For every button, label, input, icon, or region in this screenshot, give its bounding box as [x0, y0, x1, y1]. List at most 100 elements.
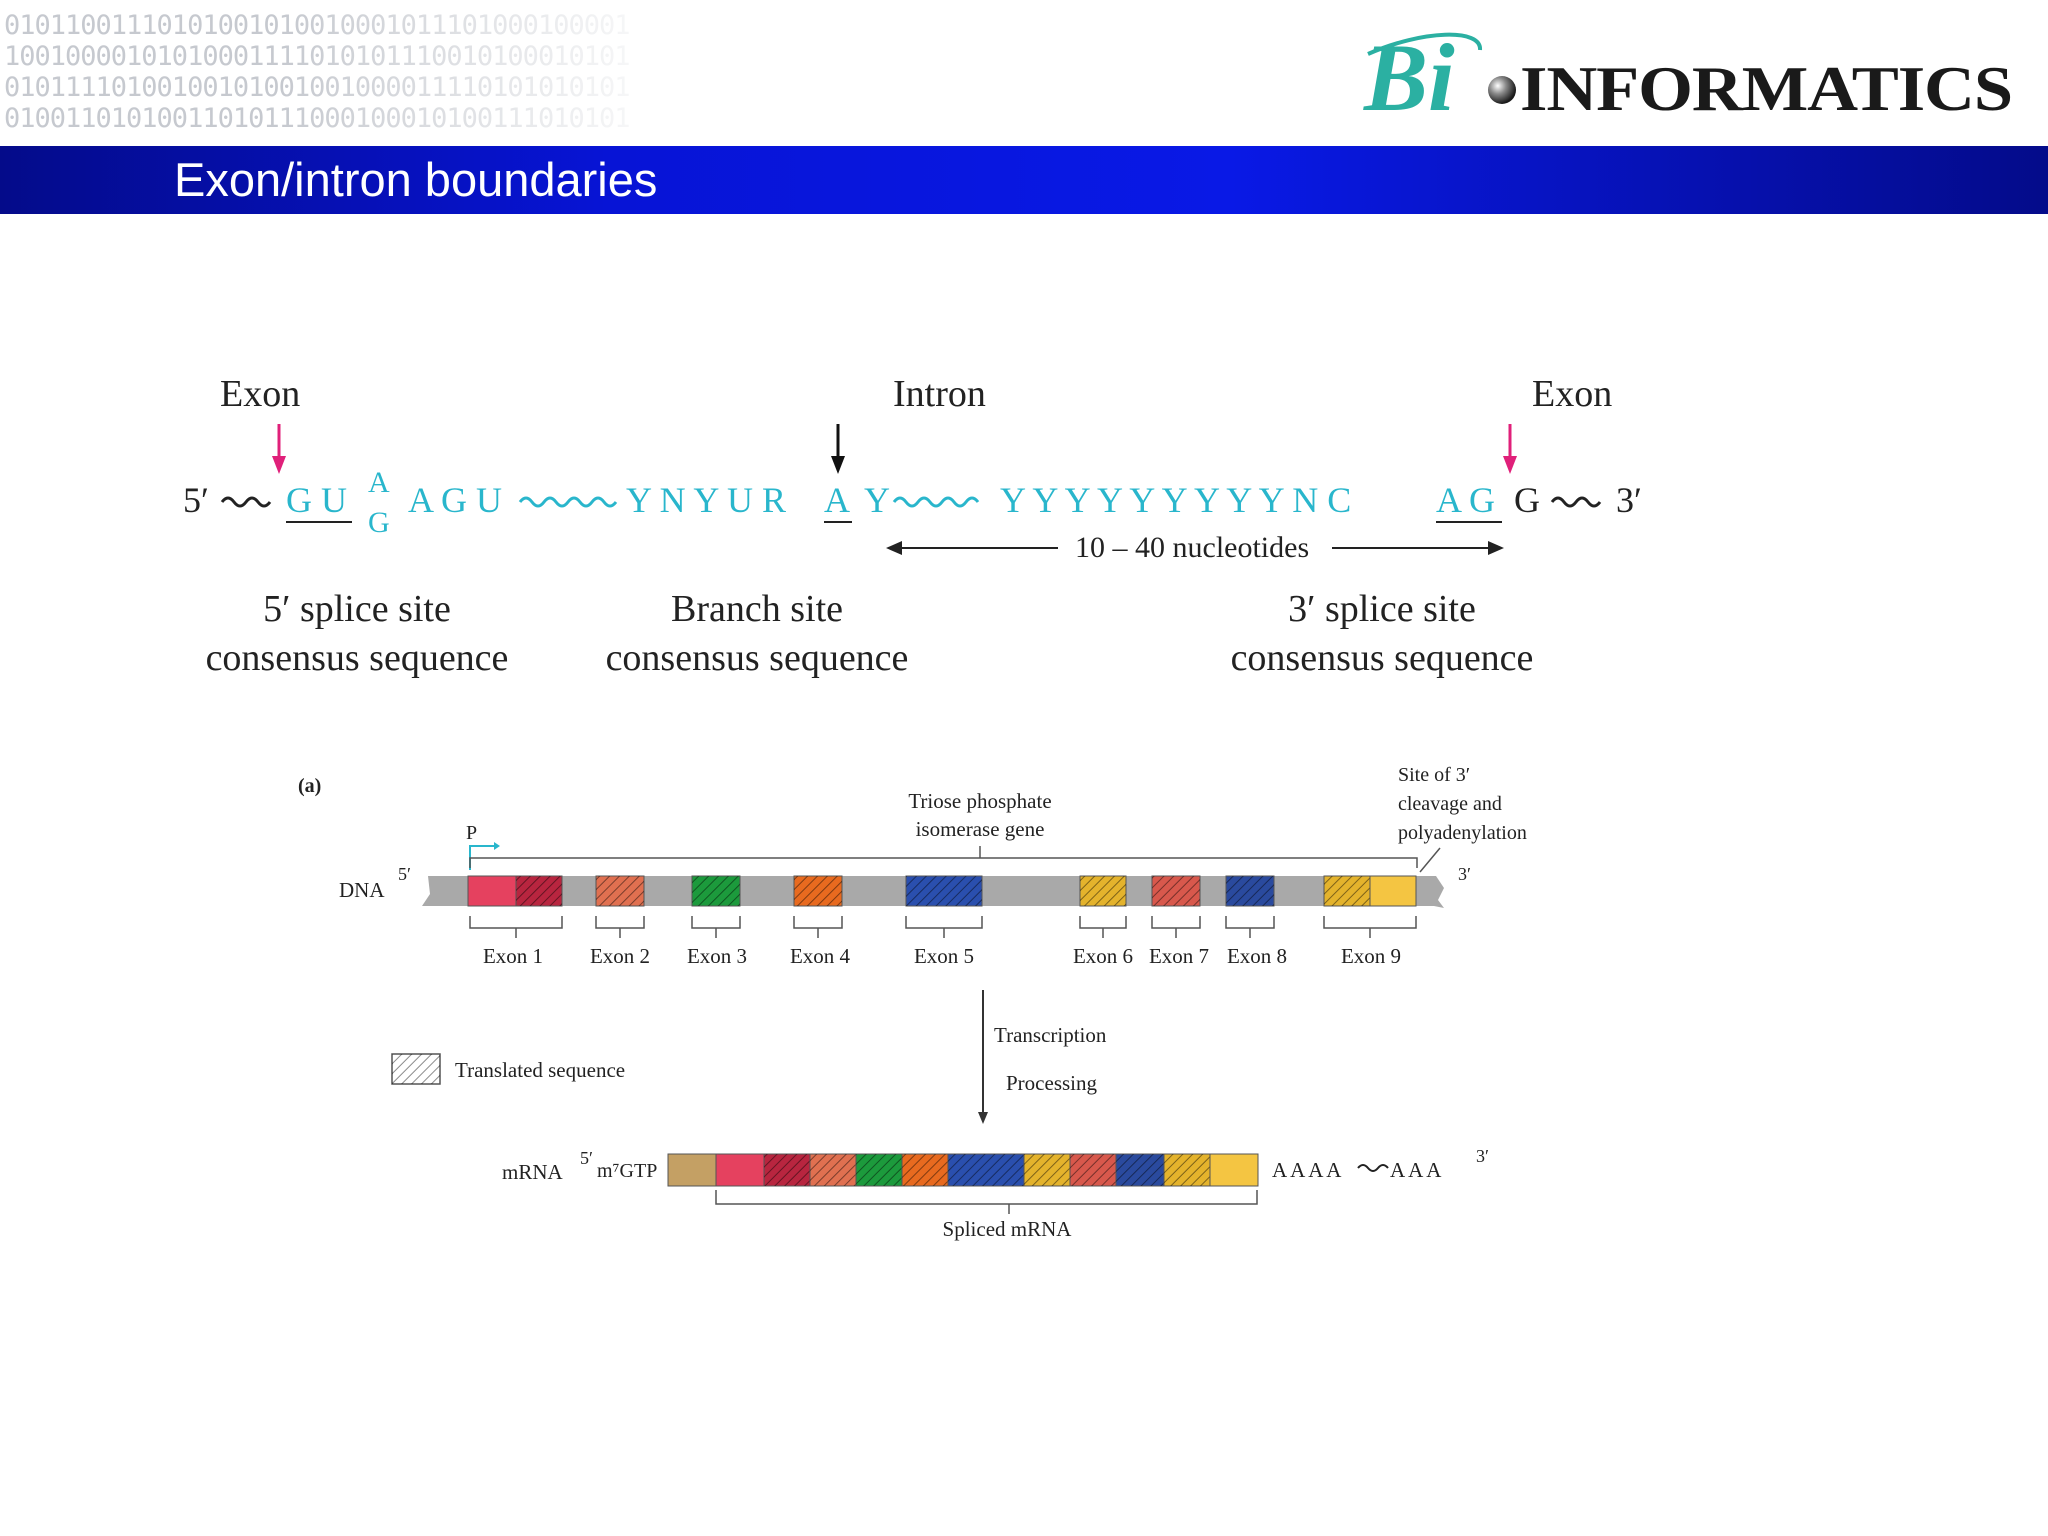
- branch-arrow: [831, 424, 845, 474]
- title-bar: Exon/intron boundaries: [0, 146, 2048, 214]
- mrna-segment-hatch: [1116, 1154, 1164, 1186]
- exon-label: Exon 4: [790, 944, 851, 968]
- exon-bracket: [469, 916, 563, 938]
- mrna-label: mRNA: [502, 1160, 564, 1184]
- exon-bracket: [1151, 916, 1201, 938]
- nucleotide-span-arrow: [886, 541, 1504, 555]
- binary-row: 0100110101001101011100010001010011101010…: [4, 103, 630, 134]
- exon-label: Exon 3: [687, 944, 747, 968]
- transcription-arrowhead: [978, 1112, 988, 1124]
- mrna-segment-hatch: [1070, 1154, 1116, 1186]
- dna-label: DNA: [339, 878, 385, 902]
- mrna-segment: [667, 1153, 717, 1187]
- logo-swoosh: [1367, 32, 1482, 56]
- gene-name-line2: isomerase gene: [916, 817, 1045, 841]
- exon-bracket: [793, 916, 843, 938]
- dna-exon-segment-hatch: [794, 876, 842, 906]
- spliced-bracket: [715, 1190, 1258, 1205]
- binary-row: 1001000010101000111101010111001010001010…: [4, 41, 630, 72]
- dna-exon-segment-hatch: [1080, 876, 1126, 906]
- binary-row: 0101100111010100101001000101110100010000…: [4, 10, 630, 41]
- logo-ball: [1488, 76, 1516, 104]
- g-variant: G: [368, 506, 390, 539]
- a-variant: A: [368, 466, 390, 499]
- splice-arrow-3: [1503, 424, 1517, 474]
- polya-tail-end: A A A: [1390, 1158, 1442, 1182]
- dna-five-prime: 5′: [398, 864, 411, 884]
- mrna-segment: [1209, 1153, 1259, 1187]
- exon-bracket: [1323, 916, 1417, 938]
- dna-exon-segment-hatch: [906, 876, 982, 906]
- binary-row: 0101111010010010100100100001111010101010…: [4, 72, 630, 103]
- exon-bracket: [905, 916, 983, 938]
- exon-bracket: [691, 916, 741, 938]
- dna-three-prime: 3′: [1458, 864, 1471, 884]
- page-title: Exon/intron boundaries: [174, 153, 658, 206]
- polyadenylation-line3: polyadenylation: [1398, 822, 1527, 844]
- promoter-label: P: [466, 822, 477, 844]
- nucleotide-range: 10 – 40 nucleotides: [1075, 531, 1309, 564]
- branch-site-subtitle: consensus sequence: [606, 637, 909, 679]
- dna-exon-segment-hatch: [596, 876, 644, 906]
- polyadenylation-line2: cleavage and: [1398, 793, 1502, 815]
- mrna-three-prime: 3′: [1476, 1146, 1489, 1166]
- mrna-segment: [715, 1153, 765, 1187]
- mrna-cap-label: m⁷GTP: [597, 1160, 657, 1182]
- three-prime-label: 3′: [1616, 480, 1642, 520]
- exon-label: Exon 2: [590, 944, 650, 968]
- binary-pattern: 0101100111010100101001000101110100010000…: [4, 10, 694, 140]
- polypyrimidine-tract: Y Y Y Y Y Y Y Y Y N C: [1000, 480, 1351, 520]
- legend-label: Translated sequence: [455, 1058, 625, 1082]
- mrna-segment-hatch: [856, 1154, 902, 1186]
- mrna-segments: [667, 1153, 1259, 1187]
- mrna-segment-hatch: [1024, 1154, 1070, 1186]
- g-exon-nucleotide: G: [1514, 480, 1540, 520]
- five-prime-label: 5′: [183, 480, 209, 520]
- polyadenylation-line1: Site of 3′: [1398, 764, 1470, 786]
- intron-label: Intron: [893, 373, 986, 415]
- exon-label: Exon 6: [1073, 944, 1133, 968]
- exon-label: Exon 1: [483, 944, 543, 968]
- mrna-segment-hatch: [902, 1154, 948, 1186]
- gene-structure-diagram: (a) Triose phosphate isomerase gene Site…: [298, 764, 1527, 1241]
- logo-script-text: Bi: [1363, 24, 1455, 131]
- processing-label: Processing: [1006, 1071, 1097, 1095]
- five-splice-site-title: 5′ splice site: [263, 588, 451, 630]
- transcription-label: Transcription: [994, 1023, 1107, 1047]
- gene-bracket: [469, 857, 1418, 868]
- exon-label: Exon 9: [1341, 944, 1401, 968]
- branch-a: A: [824, 480, 850, 520]
- dna-exon-segment-hatch: [1226, 876, 1274, 906]
- three-splice-site-title: 3′ splice site: [1288, 588, 1476, 630]
- three-splice-site-subtitle: consensus sequence: [1231, 637, 1534, 679]
- logo-text: INFORMATICS: [1520, 53, 2012, 124]
- exon-label: Exon 5: [914, 944, 974, 968]
- mrna-segment-hatch: [1164, 1154, 1210, 1186]
- spliced-mrna-label: Spliced mRNA: [943, 1217, 1073, 1241]
- panel-label: (a): [298, 775, 321, 797]
- exon-labels: Exon 1 Exon 2 Exon 3 Exon 4 Exon 5 Exon 6 Exon…: [483, 944, 1401, 968]
- mrna-segment-hatch: [764, 1154, 810, 1186]
- wave-intron-1: [518, 496, 618, 508]
- branch-site-title: Branch site: [671, 588, 843, 630]
- exon-bracket: [1225, 916, 1275, 938]
- agu-sequence: A G U: [408, 480, 502, 520]
- y-nucleotide: Y: [864, 480, 890, 520]
- dna-exon-segment-hatch: [1324, 876, 1370, 906]
- dna-exon-segment: [467, 875, 517, 907]
- gene-name-line1: Triose phosphate: [908, 789, 1051, 813]
- dna-exon-segment-hatch: [692, 876, 740, 906]
- splice-site-diagram: Exon Intron Exon 5′ G U A G A G U Y N Y …: [183, 373, 1642, 679]
- mrna-segment-hatch: [810, 1154, 856, 1186]
- exon-label: Exon 7: [1149, 944, 1209, 968]
- bioinformatics-logo: Bi INFORMATICS: [1363, 24, 2013, 131]
- wave-left: [220, 496, 272, 508]
- dna-segments: [467, 875, 1417, 907]
- exon-label-left: Exon: [220, 373, 300, 415]
- mrna-five-prime: 5′: [580, 1148, 593, 1168]
- exon-brackets: [469, 916, 1417, 938]
- dna-exon-segment-hatch: [516, 876, 562, 906]
- legend-hatch: [392, 1054, 440, 1084]
- branch-sequence: Y N Y U R: [626, 480, 786, 520]
- exon-bracket: [595, 916, 645, 938]
